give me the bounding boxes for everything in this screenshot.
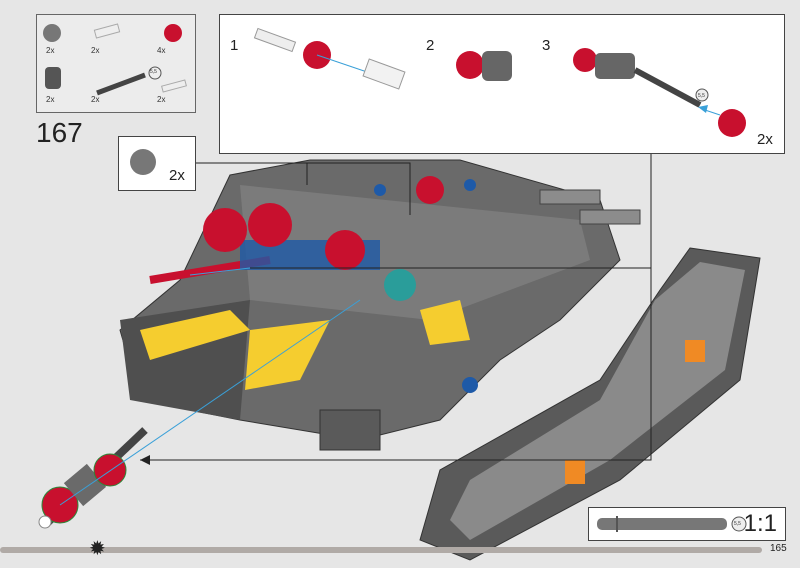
- part-callout: 2x: [118, 136, 196, 191]
- pin-icon: [161, 79, 187, 93]
- axle-icon: [597, 518, 727, 530]
- substep-number: 3: [542, 37, 551, 54]
- gear-icon: [43, 24, 61, 42]
- red-gear-icon: [164, 24, 182, 42]
- scale-reference: 5,5 1:1: [588, 507, 786, 541]
- part-qty: 2x: [46, 46, 55, 55]
- connector-icon: [93, 23, 121, 39]
- step-number: 167: [36, 117, 83, 148]
- part-qty: 2x: [91, 46, 100, 55]
- part-qty: 2x: [157, 95, 166, 104]
- chassis: [119, 159, 641, 451]
- axle-length-badge: 5,5: [734, 521, 741, 527]
- track-right: [419, 247, 761, 561]
- part-qty: 2x: [46, 95, 55, 104]
- part-qty: 2x: [91, 95, 100, 104]
- parts-list: 2x 2x 4x 2x 2x 2x 5,5: [36, 14, 196, 113]
- gear-icon: [130, 149, 156, 175]
- sub-assembly: [38, 427, 148, 529]
- substep-number: 1: [230, 37, 239, 54]
- axle-length-badge: 5,5: [150, 69, 157, 75]
- orange-part: [685, 340, 705, 362]
- substep-number: 2: [426, 37, 435, 54]
- part-qty: 4x: [157, 46, 166, 55]
- page-number: 165: [770, 543, 787, 554]
- sub-assembly-callout: 1 2 3 5,5 2x: [219, 14, 785, 154]
- arrow-icon: [140, 455, 150, 465]
- axle-length-badge: 5,5: [698, 93, 705, 99]
- length-badge-icon: [148, 66, 162, 80]
- progress-bar: [0, 547, 762, 553]
- scale-label: 1:1: [743, 510, 777, 537]
- bush-icon: [45, 67, 61, 89]
- part-qty: 2x: [757, 131, 773, 148]
- orange-part: [565, 460, 585, 484]
- assembly-lines: [59, 267, 361, 506]
- length-badge-icon: [731, 516, 747, 532]
- progress-marker-icon: ✹: [89, 538, 106, 560]
- callout-leaders: [140, 152, 652, 461]
- axle-icon: [96, 72, 146, 96]
- part-qty: 2x: [169, 167, 185, 184]
